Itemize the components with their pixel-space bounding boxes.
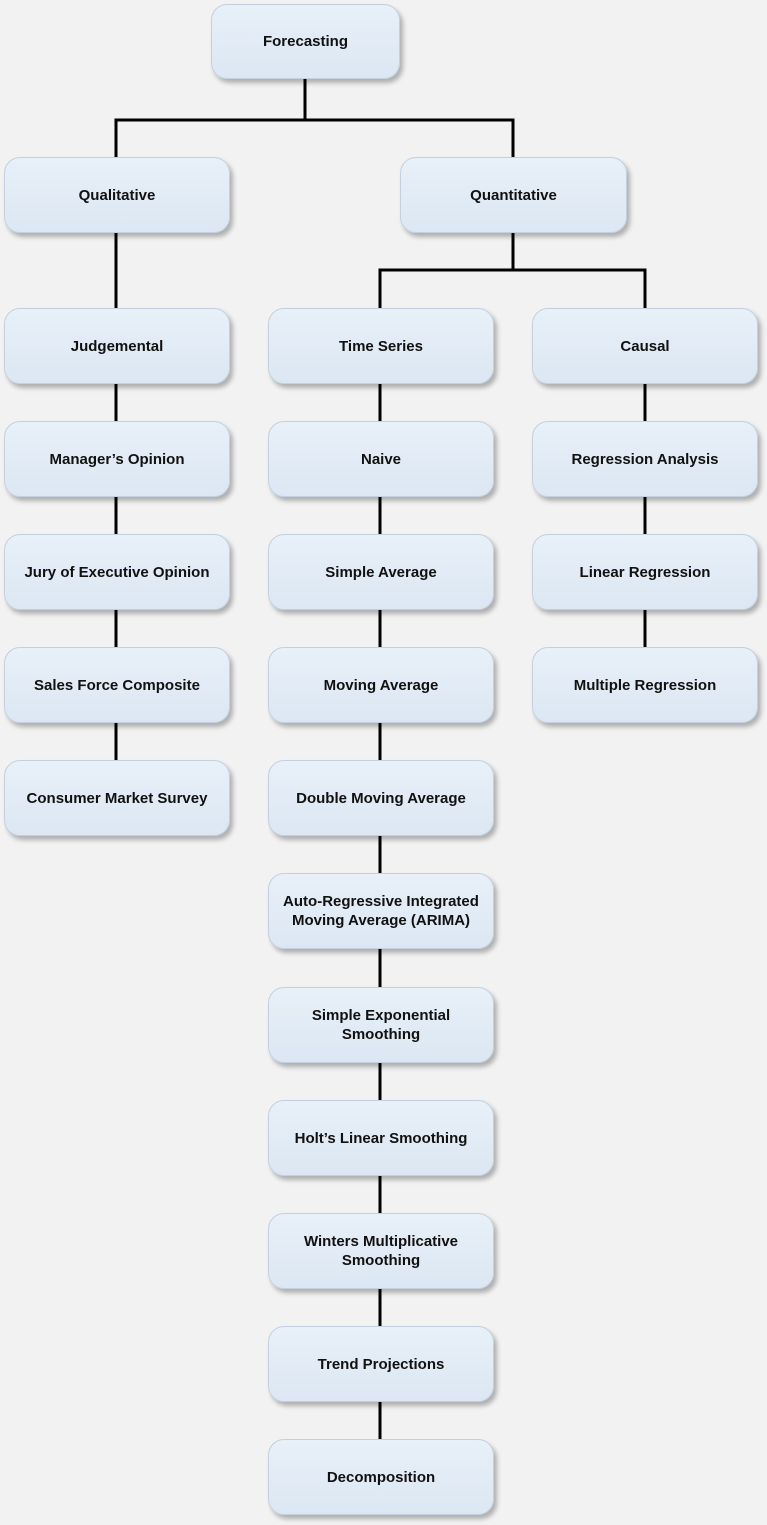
node-quantitative: Quantitative bbox=[400, 157, 627, 233]
node-regression-analysis: Regression Analysis bbox=[532, 421, 758, 497]
node-label: Linear Regression bbox=[579, 563, 711, 581]
node-simple-exponential-smoothing: Simple Exponential Smoothing bbox=[268, 987, 494, 1063]
node-arima: Auto-Regressive Integrated Moving Averag… bbox=[268, 873, 494, 949]
node-winters-multiplicative-smoothing: Winters Multiplicative Smoothing bbox=[268, 1213, 494, 1289]
node-label: Multiple Regression bbox=[573, 676, 717, 694]
node-label: Decomposition bbox=[326, 1468, 436, 1486]
node-consumer-market-survey: Consumer Market Survey bbox=[4, 760, 230, 836]
node-label: Simple Exponential Smoothing bbox=[311, 1007, 451, 1043]
node-naive: Naive bbox=[268, 421, 494, 497]
node-decomposition: Decomposition bbox=[268, 1439, 494, 1515]
node-label: Forecasting bbox=[262, 33, 349, 50]
node-linear-regression: Linear Regression bbox=[532, 534, 758, 610]
node-label: Judgemental bbox=[70, 337, 164, 355]
node-label: Causal bbox=[620, 337, 670, 355]
node-label: Sales Force Composite bbox=[34, 676, 200, 694]
node-label: Simple Average bbox=[325, 563, 437, 581]
node-label: Manager’s Opinion bbox=[49, 450, 185, 468]
node-trend-projections: Trend Projections bbox=[268, 1326, 494, 1402]
node-holts-linear-smoothing: Holt’s Linear Smoothing bbox=[268, 1100, 494, 1176]
node-judgemental: Judgemental bbox=[4, 308, 230, 384]
node-label: Jury of Executive Opinion bbox=[24, 563, 210, 581]
node-label: Auto-Regressive Integrated Moving Averag… bbox=[283, 893, 479, 929]
node-label: Quantitative bbox=[470, 186, 557, 204]
node-managers-opinion: Manager’s Opinion bbox=[4, 421, 230, 497]
node-label: Double Moving Average bbox=[296, 789, 466, 807]
node-qualitative: Qualitative bbox=[4, 157, 230, 233]
node-label: Naive bbox=[360, 450, 402, 468]
node-label: Consumer Market Survey bbox=[26, 789, 208, 807]
node-label: Winters Multiplicative Smoothing bbox=[303, 1233, 459, 1269]
node-label: Trend Projections bbox=[317, 1355, 445, 1373]
node-label: Moving Average bbox=[323, 676, 439, 694]
node-time-series: Time Series bbox=[268, 308, 494, 384]
node-simple-average: Simple Average bbox=[268, 534, 494, 610]
node-jury-of-executive-opinion: Jury of Executive Opinion bbox=[4, 534, 230, 610]
node-label: Regression Analysis bbox=[571, 450, 719, 468]
node-label: Time Series bbox=[339, 337, 423, 355]
node-forecasting: Forecasting bbox=[211, 4, 400, 79]
node-label: Qualitative bbox=[78, 186, 156, 204]
node-label: Holt’s Linear Smoothing bbox=[294, 1129, 468, 1147]
node-causal: Causal bbox=[532, 308, 758, 384]
node-double-moving-average: Double Moving Average bbox=[268, 760, 494, 836]
node-sales-force-composite: Sales Force Composite bbox=[4, 647, 230, 723]
node-multiple-regression: Multiple Regression bbox=[532, 647, 758, 723]
node-moving-average: Moving Average bbox=[268, 647, 494, 723]
